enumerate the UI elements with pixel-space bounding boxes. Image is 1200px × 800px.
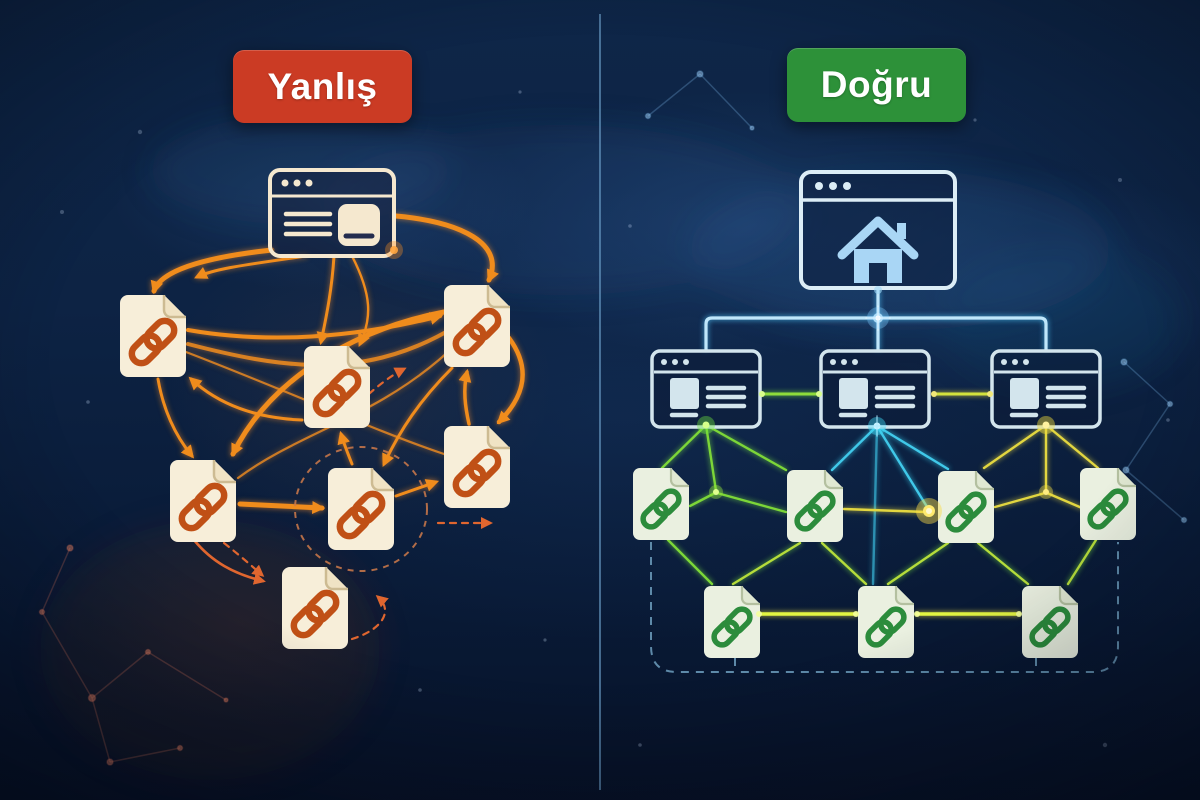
correct-badge: Doğru: [787, 48, 966, 122]
category-window-icon: [992, 351, 1100, 427]
wrong-badge: Yanlış: [233, 50, 412, 123]
category-window-icon: [821, 351, 929, 427]
document-link-icon: [704, 586, 760, 658]
document-link-icon: [1080, 468, 1136, 540]
link-lines-diagonal: [731, 538, 1098, 586]
document-link-icon: [328, 468, 394, 550]
document-link-icon: [938, 471, 994, 543]
browser-dots: [815, 182, 851, 190]
category-windows: [652, 351, 1100, 427]
document-link-icon: [444, 426, 510, 508]
document-link-icon: [858, 586, 914, 658]
document-link-icon: [304, 346, 370, 428]
homepage-browser-icon: [799, 170, 957, 290]
background-map-blobs: [40, 115, 1180, 780]
document-link-icon: [787, 470, 843, 542]
document-link-icon: [170, 460, 236, 542]
document-link-icon: [444, 285, 510, 367]
category-window-icon: [652, 351, 760, 427]
document-link-icon: [633, 468, 689, 540]
browser-dots: [281, 179, 313, 187]
document-link-icon: [120, 295, 186, 377]
document-link-icon: [1022, 586, 1078, 658]
webpage-icon: [268, 168, 403, 259]
document-link-icon: [282, 567, 348, 649]
